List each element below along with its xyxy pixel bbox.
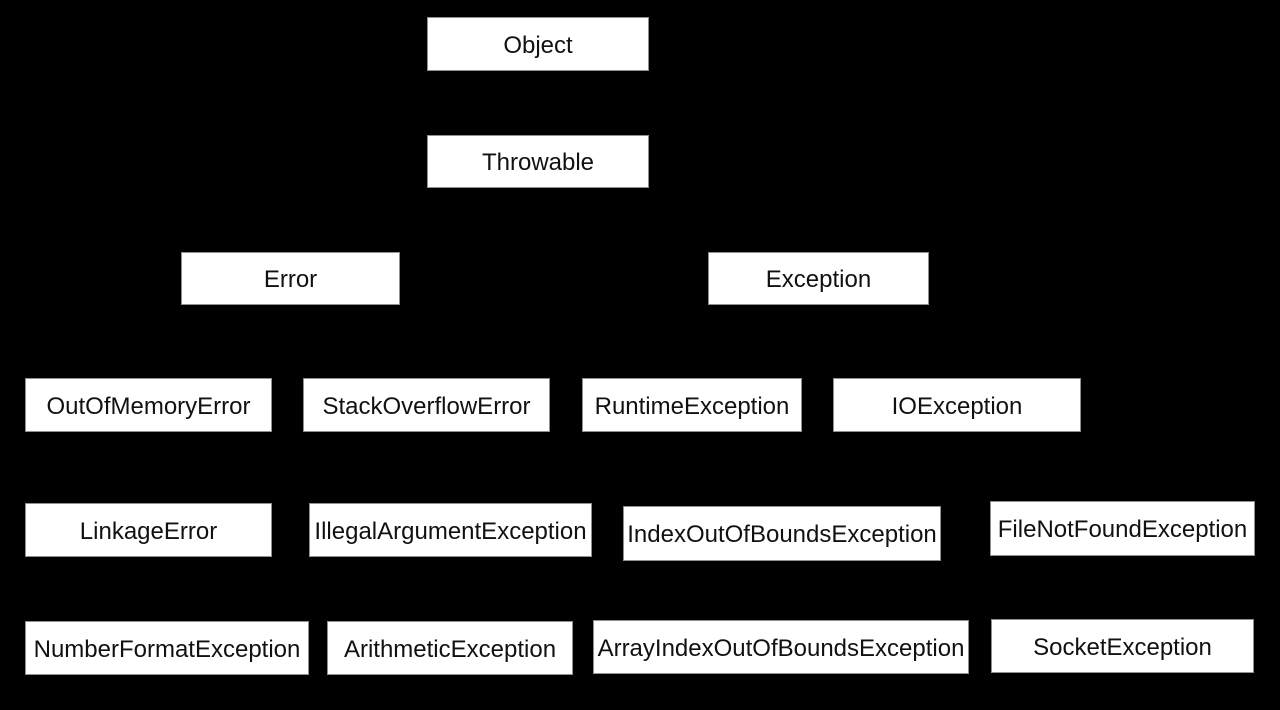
node-io-exception: IOException <box>833 378 1081 432</box>
node-number-format-exception: NumberFormatException <box>25 621 309 675</box>
node-index-out-of-bounds-exception: IndexOutOfBoundsException <box>623 506 941 561</box>
node-stack-overflow-error: StackOverflowError <box>303 378 550 432</box>
node-file-not-found-exception: FileNotFoundException <box>990 501 1255 556</box>
node-illegal-argument-exception: IllegalArgumentException <box>309 503 592 557</box>
node-out-of-memory-error: OutOfMemoryError <box>25 378 272 432</box>
node-array-index-out-of-bounds-exception: ArrayIndexOutOfBoundsException <box>593 620 969 674</box>
node-throwable: Throwable <box>427 135 649 188</box>
node-socket-exception: SocketException <box>991 619 1254 673</box>
node-linkage-error: LinkageError <box>25 503 272 557</box>
node-runtime-exception: RuntimeException <box>582 378 802 432</box>
node-exception: Exception <box>708 252 929 305</box>
node-arithmetic-exception: ArithmeticException <box>327 621 573 675</box>
node-object: Object <box>427 17 649 71</box>
node-error: Error <box>181 252 400 305</box>
